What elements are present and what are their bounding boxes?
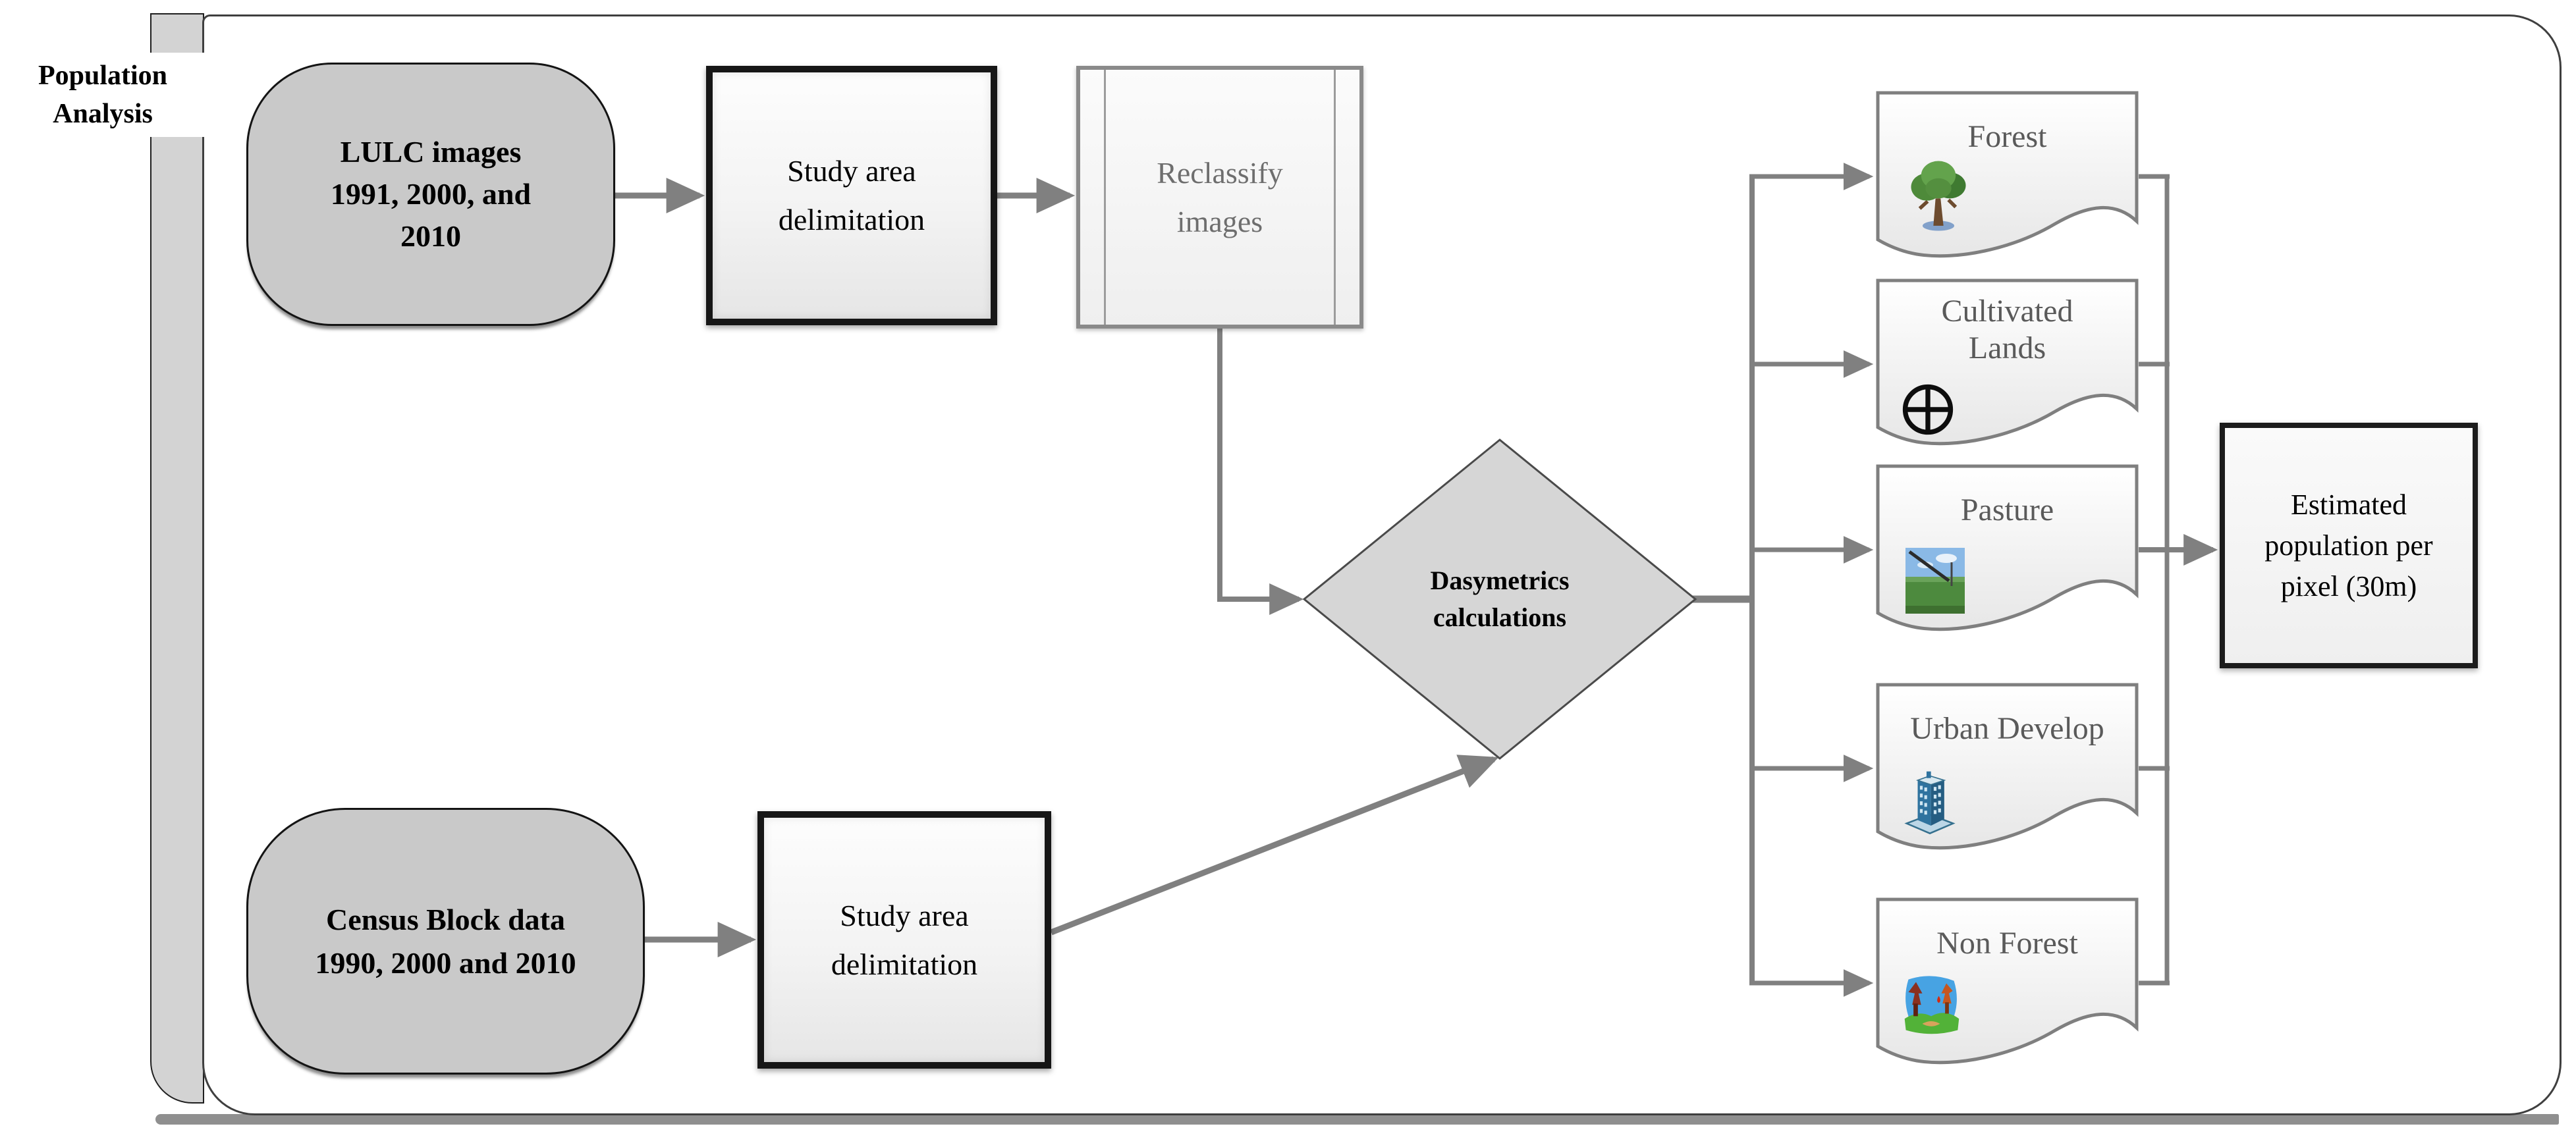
- predef-right-line: [1334, 70, 1336, 325]
- study-bottom-line1: Study area: [840, 898, 969, 932]
- reclassify-line2: images: [1176, 204, 1263, 238]
- tree-icon: [1911, 161, 1966, 231]
- doc-cultivated-label-line1: Cultivated: [1941, 294, 2073, 329]
- connector-reclassify-to-dasymetrics: [1217, 329, 1304, 615]
- estimated-line1: Estimated: [2291, 488, 2407, 521]
- doc-forest-label-line1: Forest: [1967, 119, 2047, 154]
- doc-urban-develop-label: Urban Develop: [1876, 709, 2139, 749]
- node-study-area-delimitation-top: Study area delimitation: [706, 66, 997, 325]
- document-shape: [1876, 279, 2139, 446]
- left-stack-band: [150, 13, 204, 1104]
- doc-urban-develop: Urban Develop: [1876, 683, 2139, 853]
- doc-urban-label-line1: Urban Develop: [1910, 711, 2104, 746]
- doc-pasture: Pasture: [1876, 464, 2139, 634]
- node-study-area-delimitation-bottom: Study area delimitation: [757, 811, 1051, 1069]
- estimated-line2: population per: [2264, 529, 2433, 562]
- node-lulc-line2: 1991, 2000, and: [330, 177, 532, 211]
- dasymetrics-line2: calculations: [1433, 602, 1567, 632]
- doc-non-forest-label-line1: Non Forest: [1936, 926, 2078, 961]
- diagram-title: Population Analysis: [0, 53, 206, 137]
- diagram-title-line2: Analysis: [53, 99, 153, 129]
- landscape-icon: [1904, 976, 1959, 1034]
- node-lulc-line3: 2010: [400, 219, 461, 253]
- dasymetrics-line1: Dasymetrics: [1430, 566, 1570, 595]
- bottom-shadow-bar: [155, 1114, 2559, 1125]
- study-top-line2: delimitation: [778, 203, 925, 236]
- node-dasymetrics-calculations: Dasymetrics calculations: [1307, 443, 1692, 755]
- estimated-line3: pixel (30m): [2280, 570, 2417, 602]
- doc-pasture-label: Pasture: [1876, 491, 2139, 530]
- node-dasymetrics-shape: [1302, 439, 1697, 760]
- reclassify-line1: Reclassify: [1157, 155, 1283, 190]
- doc-cultivated-lands-label: Cultivated Lands: [1876, 293, 2139, 367]
- study-top-line1: Study area: [787, 154, 916, 188]
- predef-left-line: [1104, 70, 1106, 325]
- doc-cultivated-lands: Cultivated Lands: [1876, 279, 2139, 448]
- node-lulc-line1: LULC images: [340, 135, 522, 169]
- node-reclassify-images: Reclassify images: [1076, 66, 1363, 329]
- doc-pasture-label-line1: Pasture: [1960, 493, 2054, 527]
- doc-forest: Forest: [1876, 91, 2139, 261]
- doc-non-forest: Non Forest: [1876, 897, 2139, 1067]
- circle-plus-icon: [1902, 384, 1954, 435]
- node-estimated-population: Estimated population per pixel (30m): [2220, 423, 2478, 668]
- document-shape: [1876, 91, 2139, 258]
- doc-forest-label: Forest: [1876, 117, 2139, 157]
- doc-non-forest-label: Non Forest: [1876, 924, 2139, 963]
- study-bottom-line2: delimitation: [831, 947, 978, 981]
- building-icon: [1904, 771, 1956, 835]
- pasture-photo-icon: [1905, 548, 1965, 614]
- node-census-block-data: Census Block data 1990, 2000 and 2010: [246, 808, 645, 1075]
- census-line1: Census Block data: [326, 902, 565, 936]
- diagram-title-line1: Population: [38, 61, 168, 91]
- node-lulc-images: LULC images 1991, 2000, and 2010: [246, 63, 615, 326]
- connector-study-bottom-to-dasymetrics: [1050, 755, 1499, 936]
- census-line2: 1990, 2000 and 2010: [315, 945, 576, 980]
- doc-cultivated-label-line2: Lands: [1968, 331, 2046, 365]
